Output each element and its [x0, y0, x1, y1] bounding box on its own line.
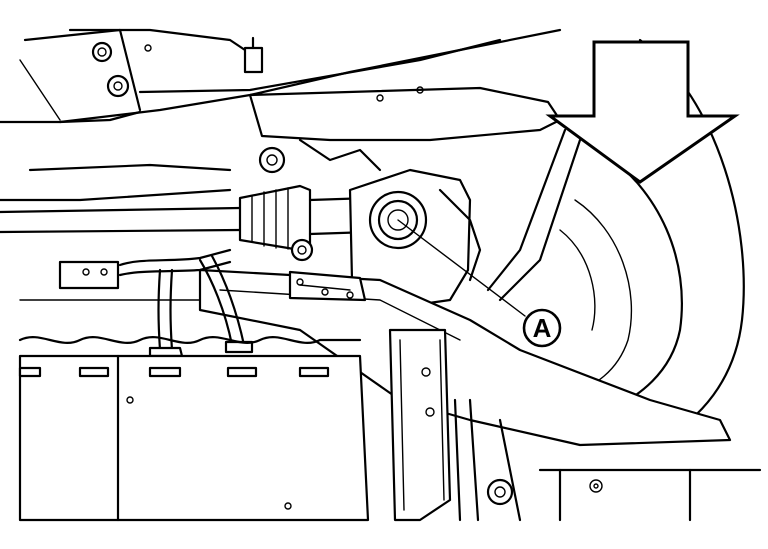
callout-a: A [522, 308, 562, 348]
upper-frame [0, 28, 562, 202]
callout-a-label: A [533, 313, 552, 343]
hoses [58, 248, 254, 358]
drive-shaft [0, 184, 372, 262]
upper-bolts [91, 36, 424, 174]
undercover-panel [18, 354, 370, 522]
splash-guard [18, 299, 362, 344]
lower-arm [198, 268, 732, 447]
lower-strut [388, 328, 522, 522]
tire [559, 38, 745, 442]
callout-leader [397, 219, 526, 317]
lower-right-panel [538, 468, 762, 522]
downward-arrow-icon [545, 40, 740, 184]
